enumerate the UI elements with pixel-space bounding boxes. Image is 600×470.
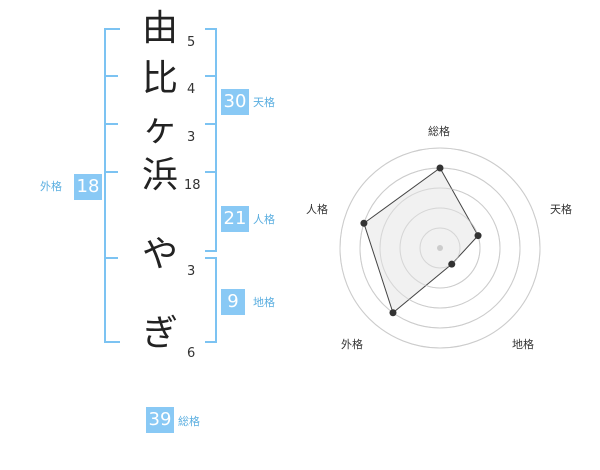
radar-label-chikaku: 地格 [512, 338, 534, 351]
radar-ring-overlay [339, 147, 541, 349]
radar-ring-overlay [399, 207, 481, 289]
gaikaku-label: 外格 [40, 180, 62, 193]
chikaku-value: 9 [221, 289, 245, 315]
radar-point-0 [436, 164, 444, 172]
radar-label-tenkaku: 天格 [550, 203, 572, 216]
name-char-2: 比 [141, 58, 178, 99]
radar-label-soukaku: 総格 [428, 125, 450, 138]
gaikaku-value: 18 [74, 174, 102, 200]
jinkaku-bracket [205, 171, 217, 252]
name-char-3: ヶ [141, 108, 178, 149]
radar-point-3 [389, 309, 397, 317]
tenkaku-bracket-tick-2 [205, 123, 215, 125]
soukaku-label: 総格 [178, 415, 200, 428]
stroke-count-5: 3 [187, 264, 196, 279]
chikaku-bracket [205, 257, 217, 343]
gaikaku-bracket-tick-1 [106, 75, 118, 77]
radar-ring-overlay [419, 227, 461, 269]
gaikaku-bracket [104, 28, 120, 343]
tenkaku-bracket-tick-1 [205, 75, 215, 77]
radar-point-1 [474, 232, 482, 240]
radar-label-jinkaku: 人格 [306, 203, 328, 216]
name-char-6: ぎ [141, 313, 178, 354]
jinkaku-value: 21 [221, 206, 249, 232]
stroke-count-3: 3 [187, 130, 196, 145]
radar-ring-overlay [379, 187, 501, 309]
tenkaku-value: 30 [221, 89, 249, 115]
stroke-count-6: 6 [187, 346, 196, 361]
gaikaku-bracket-tick-4 [106, 257, 118, 259]
stroke-count-2: 4 [187, 82, 196, 97]
stroke-count-4: 18 [184, 178, 201, 193]
radar-point-2 [448, 260, 456, 268]
tenkaku-label: 天格 [253, 96, 275, 109]
gaikaku-bracket-tick-3 [106, 171, 118, 173]
jinkaku-label: 人格 [253, 213, 275, 226]
name-char-5: や [141, 234, 178, 275]
radar-center [437, 245, 443, 251]
stroke-count-1: 5 [187, 35, 196, 50]
radar-label-gaikaku: 外格 [341, 338, 363, 351]
soukaku-value: 39 [146, 407, 174, 433]
chikaku-label: 地格 [253, 296, 275, 309]
name-char-1: 由 [141, 8, 178, 49]
name-char-4: 浜 [141, 155, 178, 196]
radar-point-4 [360, 219, 368, 227]
gaikaku-bracket-tick-2 [106, 123, 118, 125]
